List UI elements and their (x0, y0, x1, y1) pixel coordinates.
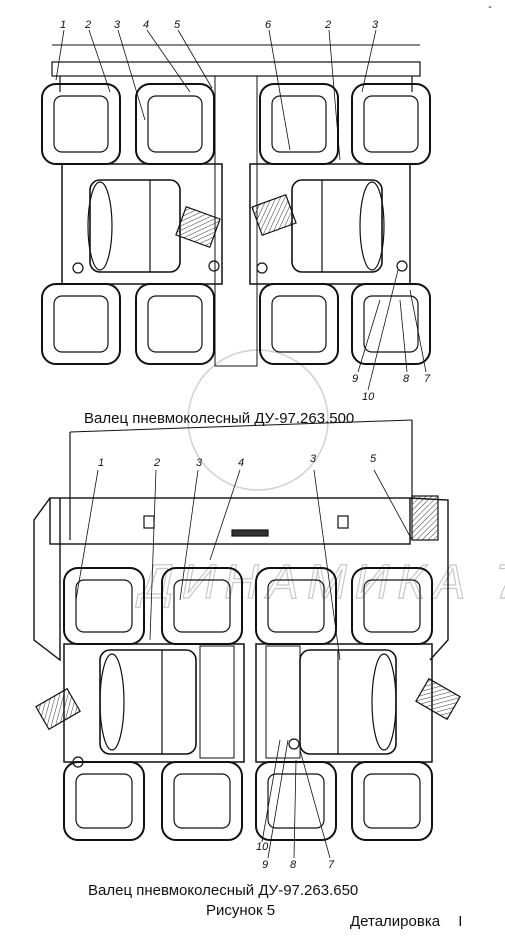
top-frame-bar (51, 61, 421, 77)
top-view (41, 29, 431, 391)
top-callout-3: 3 (114, 19, 121, 31)
bottom-leaders (75, 469, 413, 859)
bottom-callout-1: 1 (98, 457, 104, 469)
top-callout-4: 4 (143, 19, 149, 31)
top-left-hub (89, 179, 181, 273)
watermark-ring (187, 349, 329, 491)
bottom-view (33, 419, 461, 859)
top-callout-5: 5 (174, 19, 181, 31)
top-callout-1: 1 (60, 19, 66, 31)
footer-page-mark: I (458, 913, 463, 930)
footer-section: Деталировка I (350, 913, 462, 930)
bottom-callout-7: 7 (328, 859, 335, 871)
bottom-callout-8: 8 (290, 859, 297, 871)
bottom-right-hub (299, 649, 397, 755)
top-callout-3b: 3 (372, 19, 379, 31)
bottom-left-hub (99, 649, 197, 755)
bottom-left-housing (63, 643, 245, 763)
corner-mark: - (488, 1, 492, 13)
top-callout-10: 10 (362, 391, 375, 403)
bottom-callout-5: 5 (370, 453, 377, 465)
top-callout-8: 8 (403, 373, 410, 385)
bottom-tyres-lower (63, 761, 433, 841)
bottom-tyres-upper (63, 567, 433, 645)
top-left-housing (61, 163, 223, 285)
top-view-caption: Валец пневмоколесный ДУ-97.263.500 (84, 410, 355, 427)
bottom-callouts: 1 2 3 4 3 5 10 9 8 7 (98, 453, 377, 871)
bottom-callout-3: 3 (196, 457, 203, 469)
top-tyres-lower (41, 283, 431, 365)
figure-label: Рисунок 5 (206, 902, 276, 919)
top-callout-2: 2 (84, 19, 91, 31)
top-callout-6: 6 (265, 19, 272, 31)
top-right-housing (249, 163, 411, 285)
top-leaders (55, 29, 427, 391)
bottom-frame (49, 497, 411, 545)
top-callout-2b: 2 (324, 19, 331, 31)
bottom-view-caption: Валец пневмоколесный ДУ-97.263.650 (88, 882, 359, 899)
top-right-hub (291, 179, 383, 273)
top-callouts: 1 2 3 4 5 6 2 3 9 10 8 7 (60, 19, 431, 403)
bottom-callout-3b: 3 (310, 453, 317, 465)
watermark: ДИНАМИКА 76 (135, 556, 505, 609)
bottom-callout-9: 9 (262, 859, 268, 871)
footer-section-title: Деталировка (350, 913, 441, 930)
top-callout-9: 9 (352, 373, 358, 385)
bottom-callout-10: 10 (256, 841, 269, 853)
bottom-callout-4: 4 (238, 457, 244, 469)
bottom-callout-2: 2 (153, 457, 160, 469)
top-callout-7: 7 (424, 373, 431, 385)
top-tyres-upper (41, 83, 431, 165)
bottom-left-bracket (33, 497, 61, 662)
bottom-right-housing (255, 643, 433, 763)
